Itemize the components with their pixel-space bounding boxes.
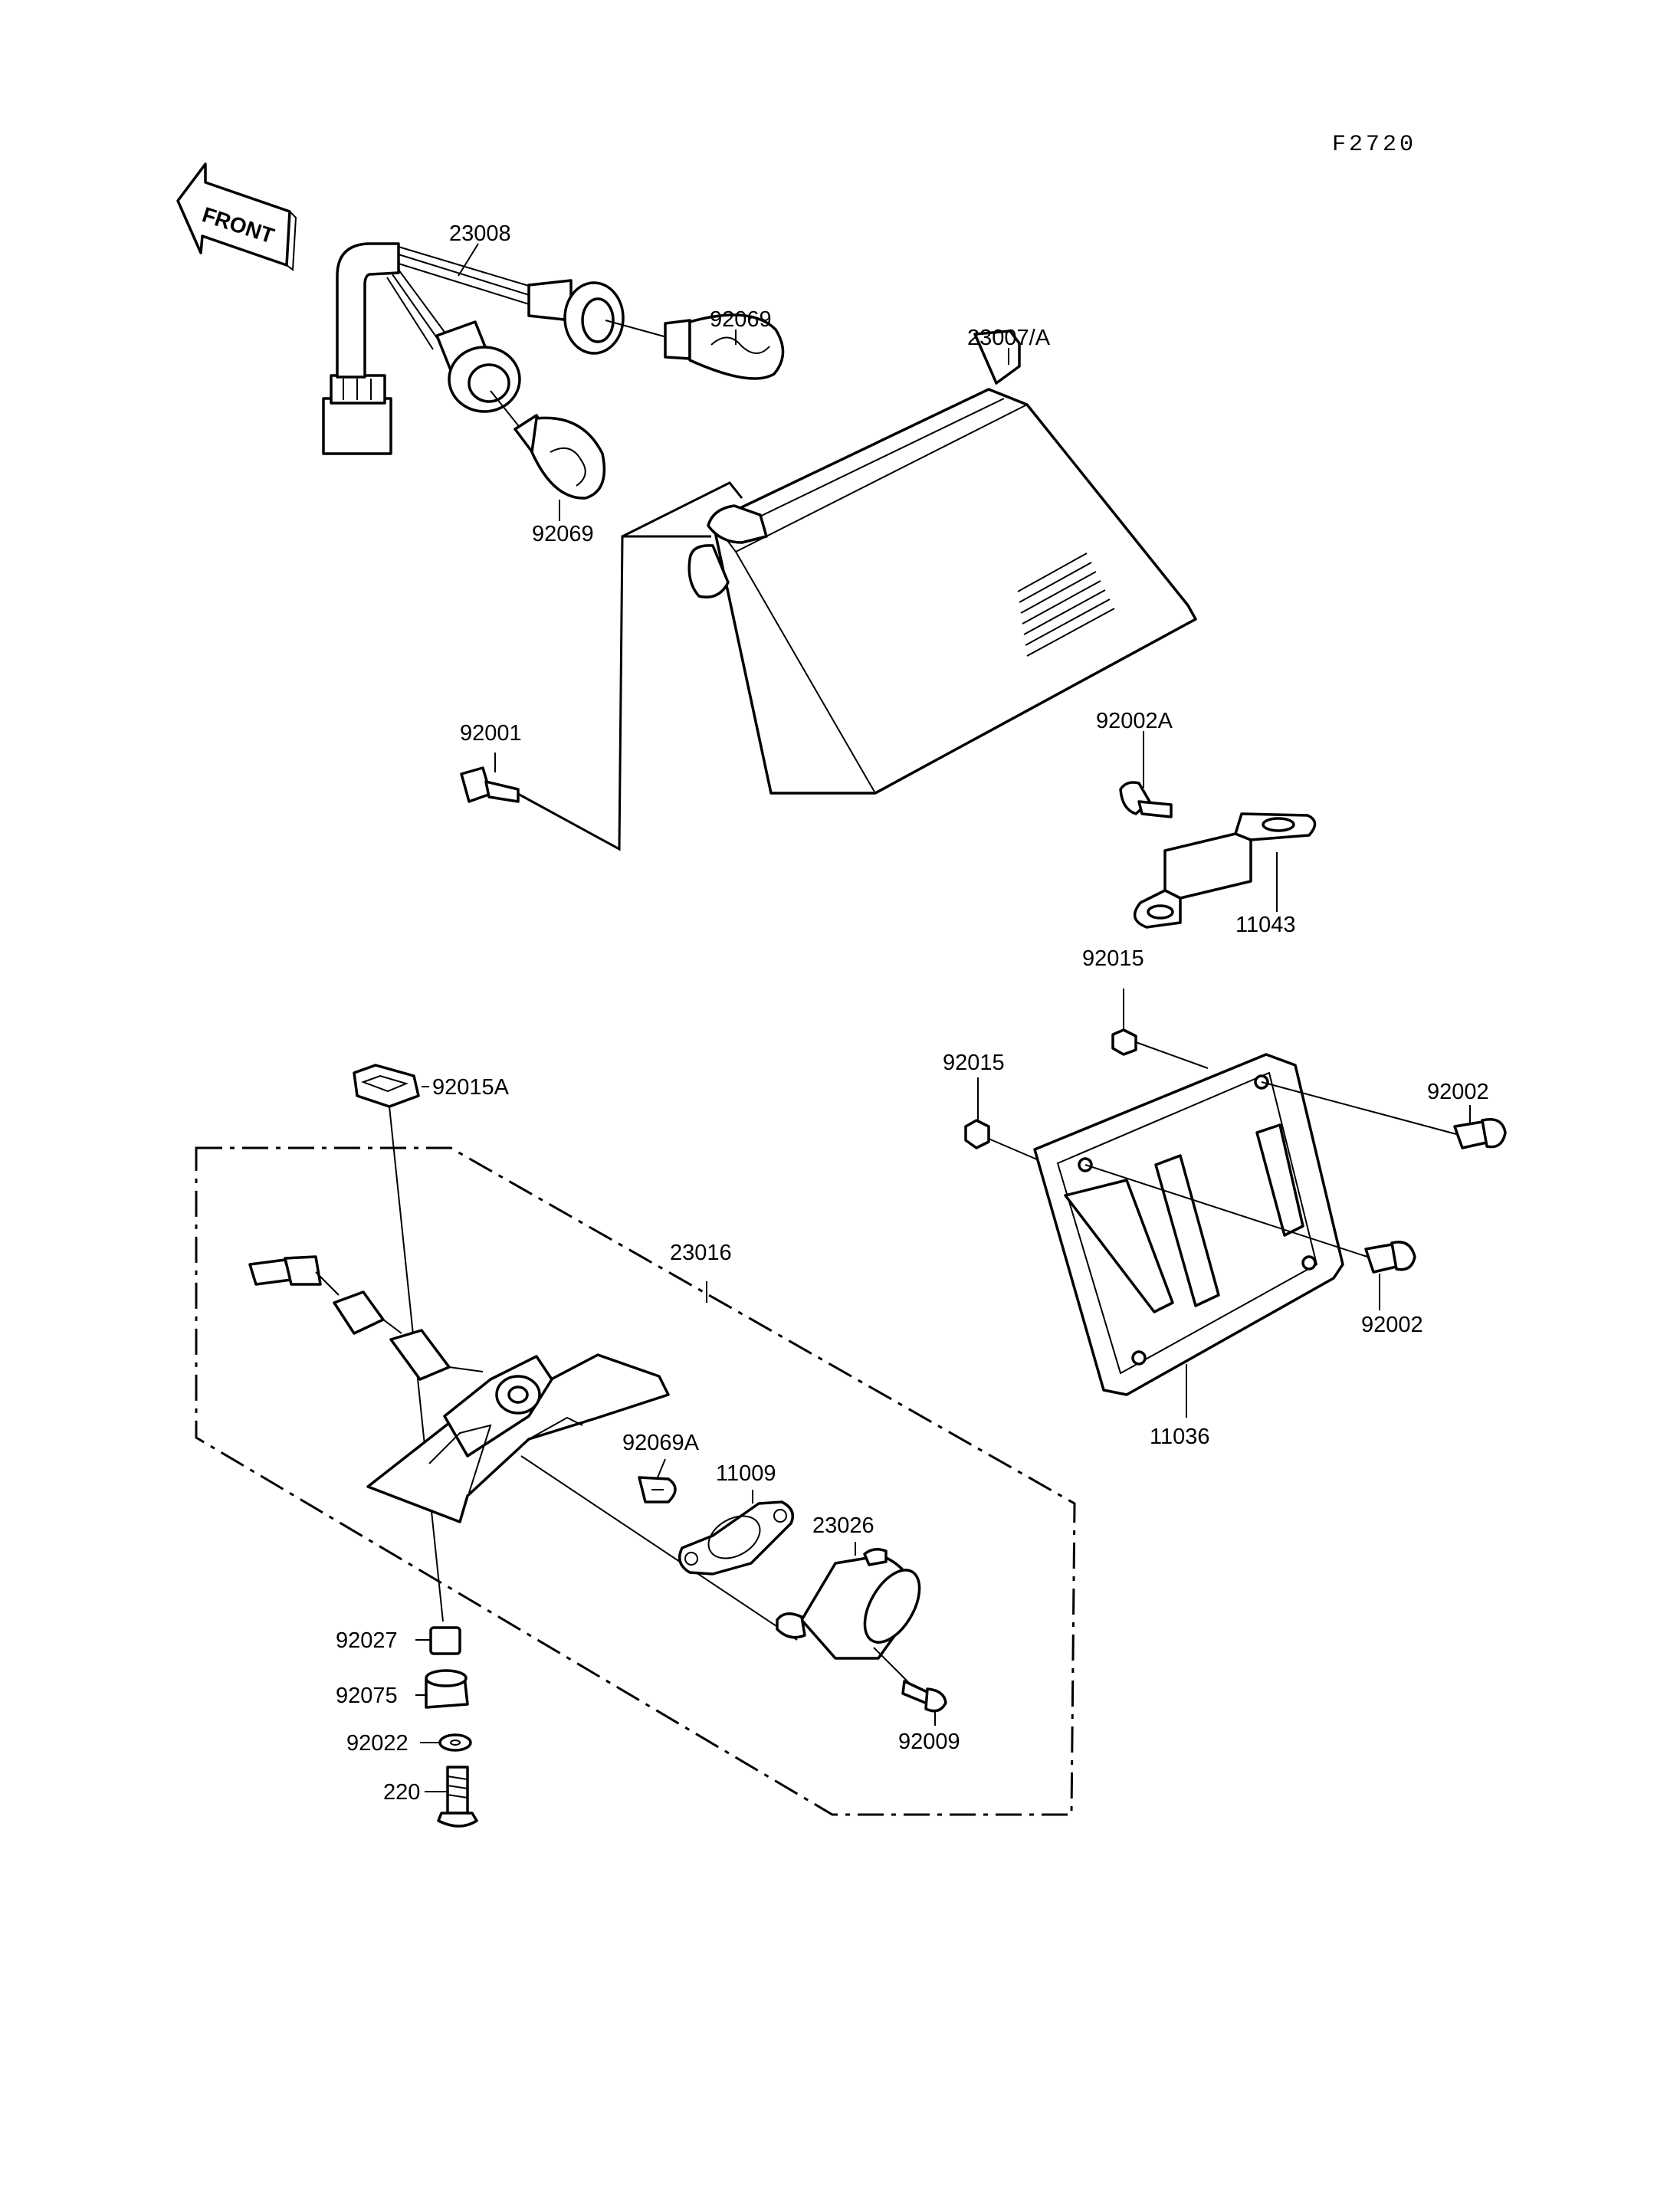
label-92027: 92027 xyxy=(336,1628,398,1653)
label-92075: 92075 xyxy=(336,1684,398,1708)
lamp-wiring xyxy=(248,1255,484,1381)
label-23026: 23026 xyxy=(812,1513,874,1538)
label-92022: 92022 xyxy=(346,1731,409,1756)
washer-92022 xyxy=(438,1733,472,1752)
grommet-92075 xyxy=(425,1669,469,1709)
label-92001: 92001 xyxy=(460,721,522,746)
label-92002A: 92002A xyxy=(1096,709,1173,733)
wire-harness-23008 xyxy=(322,242,625,455)
label-11036: 11036 xyxy=(1150,1425,1210,1449)
label-92069A: 92069A xyxy=(622,1431,700,1455)
bracket-11043 xyxy=(1119,781,1317,929)
collar-92027 xyxy=(429,1626,461,1655)
tail-lamp-23007A xyxy=(687,330,1197,795)
label-92002-upper: 92002 xyxy=(1427,1080,1489,1104)
leader-lines xyxy=(415,243,1471,1792)
label-23008: 23008 xyxy=(449,221,511,246)
label-11009: 11009 xyxy=(716,1461,776,1486)
license-bracket-11036 xyxy=(1033,1053,1344,1396)
label-23007A: 23007/A xyxy=(967,326,1051,350)
assembly-boundary-23016 xyxy=(195,1146,1076,1816)
screw-92009 xyxy=(873,1647,947,1713)
bolt-92002-lower xyxy=(1084,1164,1416,1274)
bolt-220 xyxy=(437,1766,478,1828)
figure-code: F2720 xyxy=(1332,132,1416,158)
gasket-11009 xyxy=(678,1500,794,1576)
bolt-92002-upper xyxy=(1261,1081,1507,1149)
label-11043: 11043 xyxy=(1235,913,1296,937)
lamp-housing xyxy=(366,1353,798,1641)
label-23016: 23016 xyxy=(670,1241,732,1265)
lens-23026 xyxy=(776,1548,921,1660)
label-92015A: 92015A xyxy=(432,1075,510,1100)
bulb-92069-top xyxy=(605,313,785,380)
label-220: 220 xyxy=(383,1780,420,1805)
nut-92015-upper xyxy=(1111,1028,1209,1069)
label-92015-upper: 92015 xyxy=(1082,946,1144,971)
label-92015-left: 92015 xyxy=(943,1051,1005,1075)
nut-92015-left xyxy=(964,1119,1043,1162)
label-92069-bottom: 92069 xyxy=(532,522,594,546)
screw-92001 xyxy=(460,481,743,851)
label-92009: 92009 xyxy=(898,1730,960,1754)
bulb-92069A xyxy=(638,1476,677,1503)
front-arrow-icon: FRONT xyxy=(176,162,297,271)
label-92002-lower: 92002 xyxy=(1361,1313,1423,1337)
label-92069-top: 92069 xyxy=(710,307,772,332)
bulb-92069-bottom xyxy=(490,390,606,500)
